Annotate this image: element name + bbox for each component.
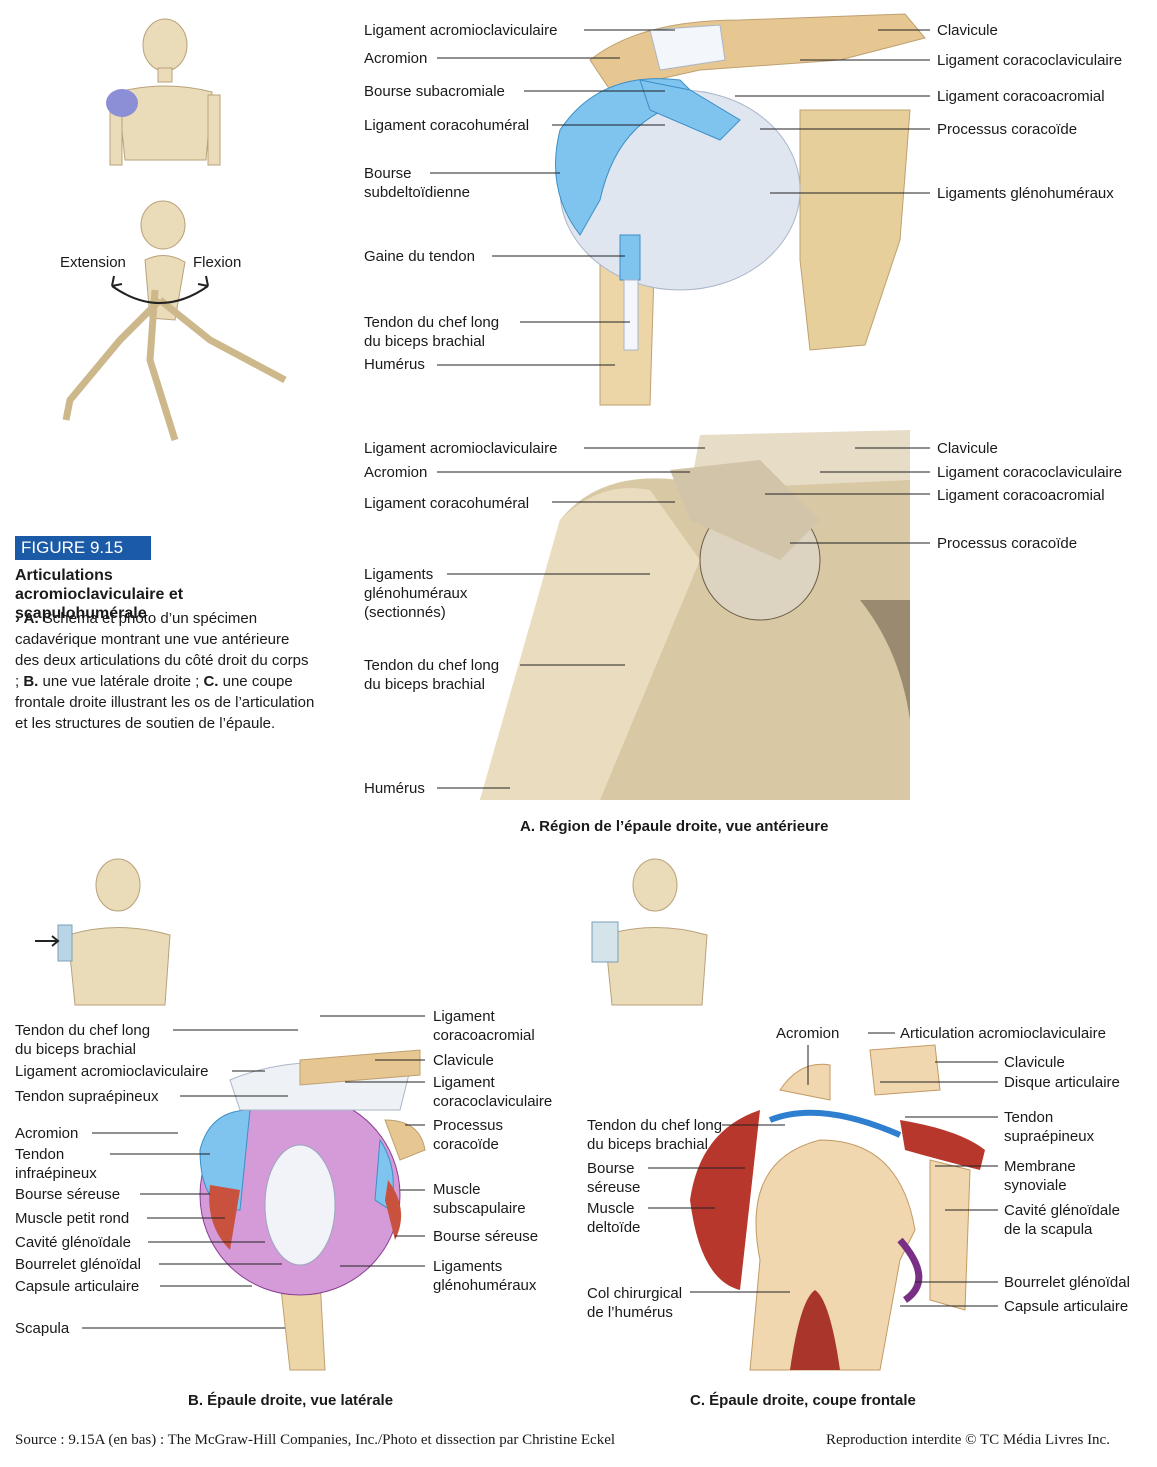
figure-lead: › A. (15, 610, 39, 627)
label-b-right-3: Processus coracoïde (433, 1117, 504, 1153)
label-c-right-6: Capsule articulaire (1004, 1298, 1129, 1315)
label-b-right-0: Ligament coracoacromial (433, 1008, 535, 1044)
label-c-right-1: Disque articulaire (1004, 1074, 1120, 1091)
caption-b: B. Épaule droite, vue latérale (188, 1392, 394, 1409)
label-b-left-0: Tendon du chef long du biceps brachial (15, 1022, 151, 1058)
label-c-right-5: Bourrelet glénoïdal (1004, 1274, 1130, 1291)
label-a-right-2: Ligament coracoacromial (937, 88, 1105, 105)
caption-a: A. Région de l’épaule droite, vue antéri… (520, 818, 829, 835)
label-c-right-3: Membrane synoviale (1004, 1158, 1076, 1194)
plane-marker-b (57, 924, 73, 962)
label-ap-left-4: Tendon du chef long du biceps brachial (364, 657, 500, 693)
label-ap-right-0: Clavicule (937, 440, 998, 457)
figure-b: B. (23, 673, 39, 690)
skeleton-thumbnail-c (604, 858, 708, 1006)
label-b-left-3: Acromion (15, 1125, 79, 1142)
label-b-right-2: Ligament coracoclaviculaire (433, 1074, 553, 1110)
label-flexion: Flexion (193, 254, 242, 271)
caption-c: C. Épaule droite, coupe frontale (690, 1392, 916, 1409)
label-a-right-1: Ligament coracoclaviculaire (937, 52, 1123, 69)
label-ap-left-0: Ligament acromioclaviculaire (364, 440, 558, 457)
figure-badge: FIGURE 9.15 (15, 536, 151, 560)
label-c-left-1: Bourse séreuse (587, 1160, 641, 1196)
label-a-left-2: Bourse subacromiale (364, 83, 505, 100)
panel-a-photo (480, 430, 910, 800)
skeleton-thumbnail-b (67, 858, 171, 1006)
panel-b-illustration (199, 1049, 426, 1371)
label-a-left-0: Ligament acromioclaviculaire (364, 22, 558, 39)
label-a-left-1: Acromion (364, 50, 428, 67)
label-a-right-4: Ligaments glénohuméraux (937, 185, 1114, 202)
copyright-notice: Reproduction interdite © TC Média Livres… (826, 1432, 1110, 1448)
panel-a-illustration (555, 13, 926, 406)
motion-arc (111, 285, 209, 304)
figure-text-1: Schéma et photo d’un spécimen cadavériqu… (15, 610, 309, 690)
label-c-left-0: Tendon du chef long du biceps brachial (587, 1117, 723, 1153)
label-c-right-4: Cavité glénoïdale de la scapula (1004, 1202, 1120, 1238)
label-b-left-2: Tendon supraépineux (15, 1088, 159, 1105)
label-a-left-5: Gaine du tendon (364, 248, 475, 265)
label-b-left-7: Cavité glénoïdale (15, 1234, 131, 1251)
label-b-right-6: Ligaments glénohuméraux (433, 1258, 537, 1294)
label-b-left-10: Scapula (15, 1320, 70, 1337)
label-a-left-4: Bourse subdeltoïdienne (364, 165, 470, 201)
source-credit: Source : 9.15A (en bas) : The McGraw-Hil… (15, 1432, 616, 1448)
label-a-left-7: Humérus (364, 356, 425, 373)
label-ap-left-1: Acromion (364, 464, 428, 481)
label-a-left-3: Ligament coracohuméral (364, 117, 530, 134)
label-c-right-0: Clavicule (1004, 1054, 1065, 1071)
figure-text-3: une coupe frontale droite illustrant les… (15, 673, 315, 732)
label-c-top-0: Acromion (776, 1025, 840, 1042)
label-c-left-3: Col chirurgical de l’humérus (587, 1285, 683, 1321)
label-ap-left-2: Ligament coracohuméral (364, 495, 530, 512)
plane-marker-c (591, 921, 619, 963)
label-b-right-4: Muscle subscapulaire (433, 1181, 526, 1217)
label-c-top-1: Articulation acromioclaviculaire (900, 1025, 1106, 1042)
figure-title: Articulations acromioclaviculaire et sca… (15, 567, 184, 622)
label-b-left-6: Muscle petit rond (15, 1210, 130, 1227)
label-c-right-2: Tendon supraépineux (1004, 1109, 1095, 1145)
label-b-left-4: Tendon infraépineux (15, 1146, 97, 1182)
label-c-left-2: Muscle deltoïde (587, 1200, 641, 1236)
label-b-right-1: Clavicule (433, 1052, 494, 1069)
label-b-left-1: Ligament acromioclaviculaire (15, 1063, 209, 1080)
label-a-right-3: Processus coracoïde (937, 121, 1078, 138)
panel-c-illustration (690, 1044, 985, 1371)
label-b-left-5: Bourse séreuse (15, 1186, 121, 1203)
figure-text-2: une vue latérale droite ; (38, 673, 204, 690)
label-ap-left-3: Ligaments glénohuméraux (sectionnés) (364, 566, 468, 621)
label-b-right-5: Bourse séreuse (433, 1228, 539, 1245)
skeleton-motion (62, 200, 287, 442)
label-ap-left-5: Humérus (364, 780, 425, 797)
label-b-left-8: Bourrelet glénoïdal (15, 1256, 141, 1273)
label-b-left-9: Capsule articulaire (15, 1278, 140, 1295)
figure-description: › A. Schéma et photo d’un spécimen cadav… (15, 608, 315, 734)
label-a-right-0: Clavicule (937, 22, 998, 39)
label-ap-right-2: Ligament coracoacromial (937, 487, 1105, 504)
arrow-right-icon (197, 275, 209, 287)
figure-c: C. (203, 673, 219, 690)
shoulder-highlight (106, 89, 138, 117)
leader-lines (82, 29, 998, 1329)
arrow-left-icon (111, 275, 123, 287)
arrow-right-icon (35, 935, 60, 947)
label-a-left-6: Tendon du chef long du biceps brachial (364, 314, 500, 350)
label-extension: Extension (60, 254, 126, 271)
label-ap-right-3: Processus coracoïde (937, 535, 1078, 552)
label-ap-right-1: Ligament coracoclaviculaire (937, 464, 1123, 481)
